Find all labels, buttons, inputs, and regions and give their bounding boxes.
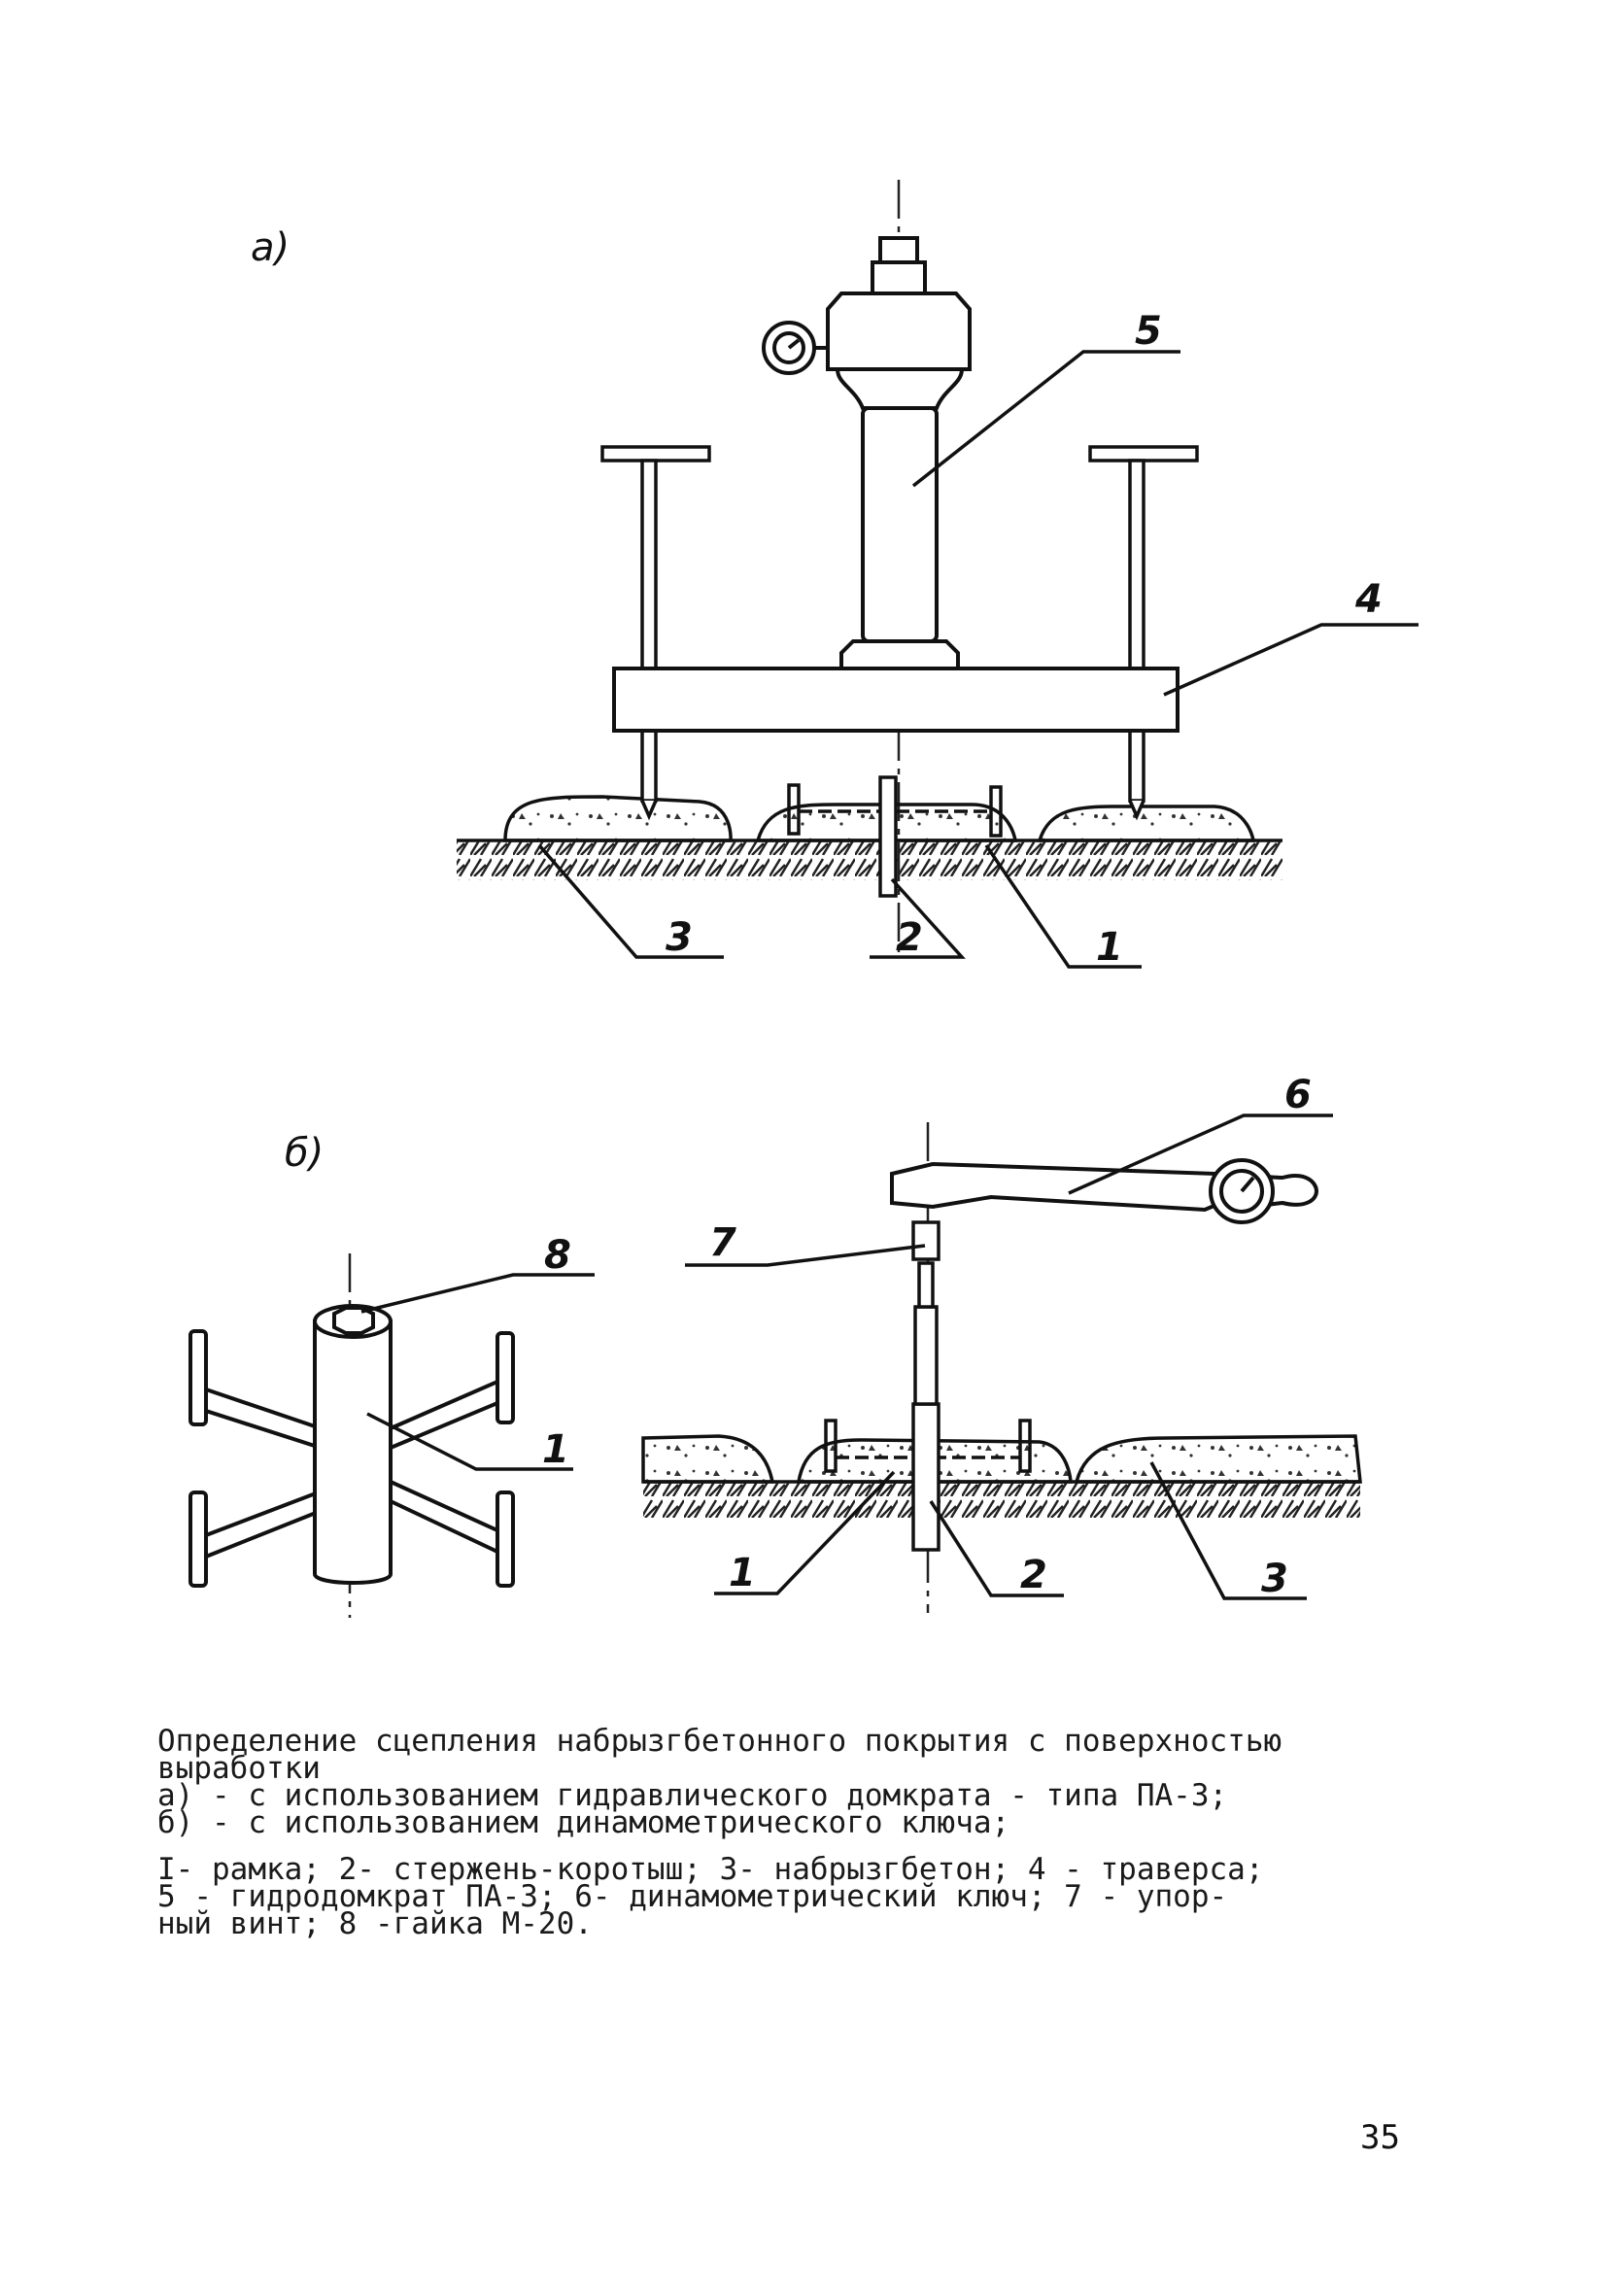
caption-legend-line1: I- рамка; 2- стержень-коротыш; 3- набрыз… — [157, 1852, 1264, 1887]
torque-wrench — [890, 1158, 1319, 1224]
figure-caption: Определение сцепления набрызгбетонного п… — [157, 1724, 1420, 1941]
callout-3-b: 3 — [1261, 1557, 1288, 1601]
page-number: 35 — [1360, 2118, 1400, 2157]
traverse-beam — [612, 667, 1180, 733]
callout-7: 7 — [709, 1220, 736, 1265]
leaders-b — [685, 1114, 1333, 1600]
caption-item-a: а) - с использованием гидравлического до… — [157, 1778, 1228, 1813]
ground-a — [457, 839, 1282, 880]
ground-b — [641, 1434, 1362, 1520]
caption-legend-line3: ный винт; 8 -гайка М-20. — [157, 1906, 593, 1941]
caption-title-line1: Определение сцепления набрызгбетонного п… — [157, 1724, 1282, 1759]
rod-assembly-b — [911, 1122, 940, 1613]
caption-title-line2: выработки — [157, 1751, 321, 1786]
pressure-gauge-icon — [762, 321, 828, 375]
callout-5: 5 — [1135, 309, 1162, 354]
callout-2-a: 2 — [896, 915, 923, 960]
panel-b-drawing: б) 8 1 — [188, 1073, 1362, 1618]
callout-1-b: 1 — [729, 1551, 756, 1595]
hydraulic-jack — [826, 236, 972, 670]
callout-8: 8 — [544, 1233, 571, 1278]
callout-6: 6 — [1284, 1073, 1312, 1117]
panel-a-label: а) — [251, 225, 290, 270]
short-rod-a — [878, 775, 898, 898]
frame-a — [787, 783, 1003, 838]
caption-item-b: б) - с использованием динамометрического… — [157, 1805, 1010, 1840]
callout-4: 4 — [1354, 577, 1383, 622]
callout-2-b: 2 — [1020, 1553, 1047, 1597]
leader-8 — [360, 1273, 595, 1314]
leader-1-left — [366, 1412, 573, 1471]
panel-b-label: б) — [285, 1131, 324, 1176]
callout-3-a: 3 — [666, 915, 693, 960]
panel-a-drawing: а) — [251, 180, 1419, 970]
callout-1-a: 1 — [1096, 925, 1123, 970]
frame-nut-detail — [188, 1253, 595, 1618]
frame-b — [824, 1419, 1032, 1473]
shotcrete-layer-a — [503, 795, 1256, 842]
caption-legend-line2: 5 - гидродомкрат ПА-3; 6- динамометричес… — [157, 1879, 1228, 1914]
leaders-a — [537, 350, 1419, 969]
callout-1-left: 1 — [542, 1427, 569, 1472]
